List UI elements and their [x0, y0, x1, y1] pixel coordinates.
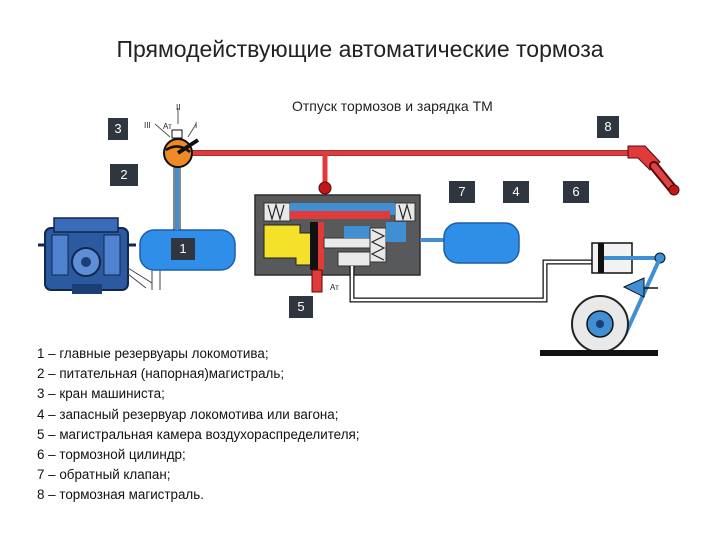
atm-outlet-label: Ат: [330, 283, 339, 292]
diagram-caption: Отпуск тормозов и зарядка ТМ: [292, 98, 493, 114]
callout-4: 4: [503, 181, 529, 203]
valve-position-iii: III: [144, 121, 151, 130]
valve-position-ii: II: [176, 103, 181, 112]
callout-8: 8: [597, 116, 619, 138]
legend-item: 4 – запасный резервуар локомотива или ва…: [37, 406, 339, 422]
callout-2: 2: [110, 164, 138, 186]
legend-item: 5 – магистральная камера воздухораспреде…: [37, 426, 360, 442]
legend: 1 – главные резервуары локомотива; 2 – п…: [37, 344, 359, 506]
magistral-chamber-link: [311, 269, 323, 293]
callout-5: 5: [289, 296, 313, 318]
slide-title: Прямодействующие автоматические тормоза: [116, 36, 604, 62]
legend-item: 6 – тормозной цилиндр;: [37, 447, 186, 463]
legend-item: 2 – питательная (напорная)магистраль;: [37, 366, 285, 382]
callout-1: 1: [171, 238, 195, 260]
callout-6: 6: [563, 181, 589, 203]
legend-item: 3 – кран машиниста;: [37, 386, 165, 402]
brake-cylinder: [591, 242, 666, 274]
end-cock: [627, 145, 680, 196]
drivers-valve: [154, 108, 200, 168]
legend-item: 7 – обратный клапан;: [37, 467, 171, 483]
air-distributor: [254, 194, 421, 276]
legend-item: 8 – тормозная магистраль.: [37, 487, 204, 503]
valve-position-i: I: [195, 121, 198, 130]
valve-position-atm: Ат: [163, 122, 172, 131]
auxiliary-reservoir: [443, 222, 520, 264]
supply-line-outline: [173, 167, 181, 230]
wheel-assembly: [540, 257, 662, 356]
cylinder-pipe-fill: [350, 260, 592, 302]
legend-item: 1 – главные резервуары локомотива;: [37, 346, 269, 361]
compressor: [38, 217, 161, 294]
callout-7: 7: [449, 181, 475, 203]
brake-pipe: [190, 150, 640, 195]
callout-3: 3: [108, 118, 128, 140]
